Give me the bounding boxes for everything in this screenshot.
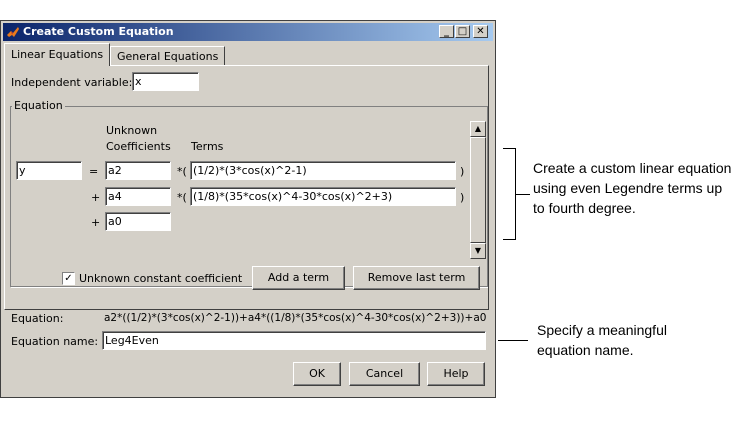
equation-name-label: Equation name: <box>11 335 99 348</box>
row1-multiply: *( <box>177 165 187 178</box>
callout-pointer <box>516 194 530 195</box>
row2-coefficient-input[interactable] <box>105 187 171 206</box>
callout-bracket-vertical <box>515 148 516 240</box>
equation-name-input[interactable] <box>102 331 486 350</box>
header-coefficients: Coefficients <box>106 140 171 153</box>
independent-variable-label: Independent variable: <box>11 76 133 89</box>
callout-equation-name: Specify a meaningful equation name. <box>537 320 667 360</box>
window-title: Create Custom Equation <box>23 25 174 38</box>
row1-coefficient-input[interactable] <box>105 161 171 180</box>
row2-operator: + <box>91 191 101 204</box>
tab-general-equations[interactable]: General Equations <box>110 46 226 66</box>
callout-bottom-line: Specify a meaningful <box>537 322 667 338</box>
callout-linear-equation: Create a custom linear equation using ev… <box>533 158 731 218</box>
callout-top-line: Create a custom linear equation <box>533 160 732 176</box>
row3-coefficient-input[interactable] <box>105 212 171 231</box>
maximize-button[interactable]: □ <box>455 25 470 38</box>
row1-close-paren: ) <box>460 165 465 178</box>
callout-top-line: to fourth degree. <box>533 200 636 216</box>
callout-bracket-top <box>503 148 516 149</box>
row1-term-input[interactable] <box>190 161 456 180</box>
equation-value: a2*((1/2)*(3*cos(x)^2-1))+a4*((1/8)*(35*… <box>104 312 487 324</box>
callout-bottom-line: equation name. <box>537 342 634 358</box>
unknown-constant-label: Unknown constant coefficient <box>79 272 243 285</box>
row2-term-input[interactable] <box>190 187 456 206</box>
ok-button[interactable]: OK <box>293 362 341 386</box>
header-unknown: Unknown <box>106 124 158 137</box>
scroll-down-icon[interactable]: ▼ <box>470 243 486 259</box>
unknown-constant-checkbox[interactable]: ✓ <box>62 272 75 285</box>
help-button[interactable]: Help <box>427 362 485 386</box>
row2-close-paren: ) <box>460 191 465 204</box>
row3-operator: + <box>91 216 101 229</box>
callout-top-line: using even Legendre terms up <box>533 180 723 196</box>
minimize-button[interactable]: _ <box>439 25 454 38</box>
scroll-up-icon[interactable]: ▲ <box>470 121 486 137</box>
equation-group-title: Equation <box>12 99 65 112</box>
matlab-logo-icon <box>7 27 19 37</box>
tab-panel <box>4 65 489 310</box>
add-term-button[interactable]: Add a term <box>252 266 345 290</box>
equation-label: Equation: <box>11 312 64 325</box>
equation-scrollbar[interactable]: ▲ ▼ <box>470 121 486 259</box>
callout-bracket-bottom <box>503 239 516 240</box>
independent-variable-input[interactable] <box>132 72 199 91</box>
title-bar[interactable]: Create Custom Equation _ □ ✕ <box>3 23 493 41</box>
tab-linear-equations[interactable]: Linear Equations <box>4 43 111 66</box>
scroll-thumb[interactable] <box>470 137 486 243</box>
callout-name-pointer <box>498 340 528 341</box>
cancel-button[interactable]: Cancel <box>349 362 420 386</box>
equation-groupbox <box>10 106 488 287</box>
row1-operator: = <box>89 165 99 178</box>
header-terms: Terms <box>191 140 224 153</box>
lhs-input[interactable] <box>16 161 82 180</box>
close-button[interactable]: ✕ <box>473 25 488 38</box>
remove-last-term-button[interactable]: Remove last term <box>353 266 480 290</box>
row2-multiply: *( <box>177 191 187 204</box>
